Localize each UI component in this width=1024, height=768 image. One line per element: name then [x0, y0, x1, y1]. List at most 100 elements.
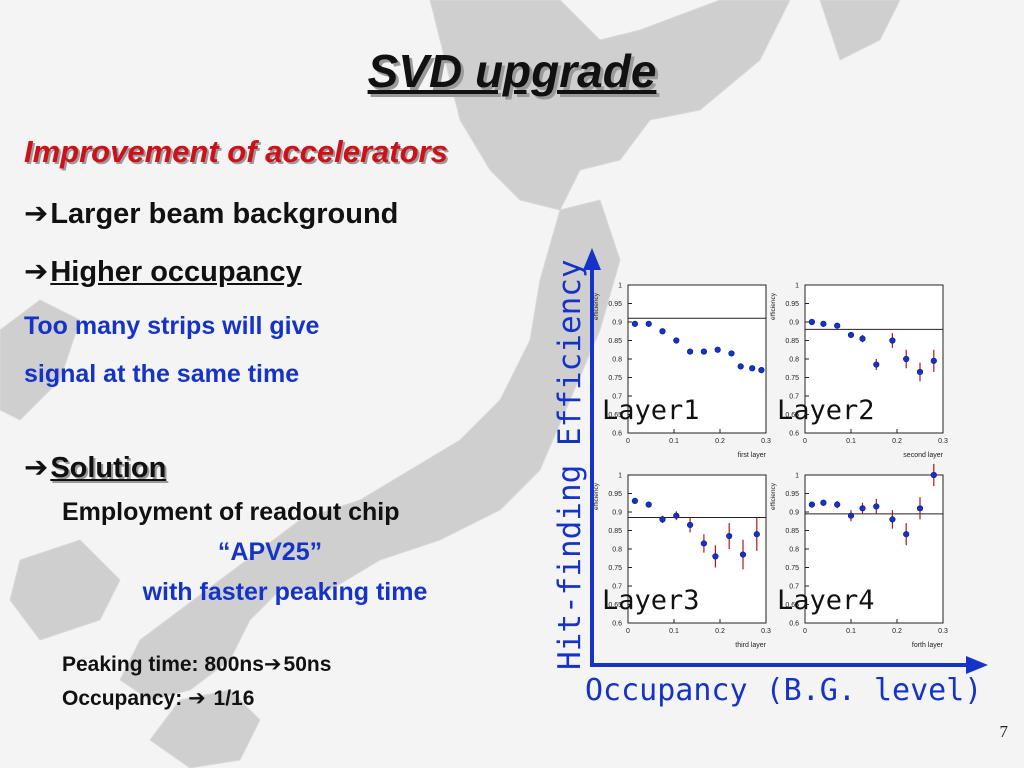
x-tick-label: 0.2	[892, 628, 902, 635]
y-tick-label: 0.8	[789, 547, 799, 554]
data-point	[739, 551, 747, 558]
y-tick-label: 0.7	[612, 584, 622, 591]
data-point	[930, 357, 937, 364]
data-point	[712, 553, 719, 560]
data-point	[916, 505, 924, 512]
solution-line-2: “APV25”	[217, 538, 323, 566]
y-tick-label: 0.9	[789, 320, 799, 327]
data-point	[631, 497, 639, 505]
y-tick-label: 0.8	[789, 357, 799, 364]
x-axis-label: Occupancy (B.G. level)	[585, 673, 982, 708]
panel-xlabel: second layer	[903, 452, 943, 459]
panel-xlabel: first layer	[738, 452, 767, 459]
data-point	[645, 320, 652, 327]
y-axis-label: Hit-finding Efficiency	[552, 259, 588, 670]
data-point	[686, 348, 694, 355]
data-point	[700, 348, 708, 355]
layer-label: Layer3	[602, 585, 700, 616]
data-point	[820, 320, 827, 327]
data-point	[847, 331, 855, 339]
y-tick-label: 0.9	[789, 510, 799, 517]
x-tick-label: 0.2	[715, 628, 725, 635]
bullet-text: Higher occupancy	[50, 256, 302, 288]
occupancy-label: Occupancy:	[62, 687, 183, 710]
arrow-icon: ➔	[24, 196, 49, 230]
data-point	[808, 318, 816, 326]
data-point	[659, 516, 666, 523]
x-tick-label: 0	[626, 438, 630, 445]
y-tick-label: 0.95	[785, 491, 799, 498]
arrow-icon: ➔	[24, 254, 49, 288]
data-point	[820, 499, 827, 506]
solution-line-3: with faster peaking time	[142, 578, 428, 606]
arrow-icon: ➔	[24, 450, 49, 484]
x-tick-label: 0.2	[715, 438, 725, 445]
data-point	[753, 531, 760, 538]
data-point	[859, 505, 866, 512]
y-tick-label: 0.65	[785, 412, 799, 419]
y-tick-label: 1	[618, 473, 622, 480]
data-point	[903, 531, 910, 538]
peaking-value: 50ns	[283, 653, 332, 676]
data-point	[758, 367, 765, 374]
plot-frame	[804, 284, 944, 434]
y-tick-label: 1	[795, 473, 799, 480]
data-point	[631, 320, 639, 327]
y-tick-label: 0.65	[785, 602, 799, 609]
page-number: 7	[999, 722, 1009, 741]
x-tick-label: 0.3	[938, 438, 948, 445]
y-tick-label: 0.65	[608, 412, 622, 419]
x-tick-label: 0	[803, 438, 807, 445]
y-tick-label: 0.95	[608, 491, 622, 498]
data-point	[873, 361, 880, 368]
data-point	[700, 540, 708, 547]
y-tick-label: 0.75	[785, 375, 799, 382]
x-tick-label: 0.3	[761, 628, 771, 635]
y-tick-label: 0.85	[785, 528, 799, 535]
panel-xlabel: forth layer	[912, 642, 944, 649]
data-point	[847, 512, 855, 519]
x-tick-label: 0.3	[938, 628, 948, 635]
explanation-line-1: Too many strips will give	[24, 312, 320, 340]
x-tick-label: 0.1	[846, 628, 856, 635]
data-point	[903, 355, 910, 363]
panel-xlabel: third layer	[735, 642, 766, 649]
layer-label: Layer2	[777, 395, 875, 426]
panel-ylabel: efficiency	[770, 482, 777, 510]
y-tick-label: 1	[795, 283, 799, 290]
y-tick-label: 0.8	[612, 357, 622, 364]
explanation-line-2: signal at the same time	[24, 360, 300, 388]
data-point	[916, 368, 924, 376]
y-tick-label: 0.8	[612, 547, 622, 554]
y-tick-label: 0.75	[785, 565, 799, 572]
peaking-time-line: Peaking time: 800ns➔50ns	[62, 652, 331, 677]
efficiency-figure: 0.6 0.65 0.7 0.75 0.8 0.85 0.9 0.95 1 0 0.1 0.2 0.3 e…	[552, 248, 988, 708]
panel-ylabel: efficiency	[593, 292, 600, 320]
x-tick-label: 0.3	[761, 438, 771, 445]
data-point	[728, 350, 735, 357]
data-point	[673, 512, 680, 519]
data-point	[889, 516, 896, 523]
solution-label: Solution	[50, 452, 167, 484]
data-point	[808, 501, 816, 508]
section-heading: Improvement of accelerators	[24, 134, 448, 169]
y-tick-label: 0.7	[612, 394, 622, 401]
arrow-icon: ➔	[188, 686, 206, 710]
arrow-icon: ➔	[263, 652, 282, 676]
layer-label: Layer4	[777, 585, 875, 616]
y-tick-label: 0.6	[612, 621, 622, 628]
data-point	[873, 503, 880, 510]
slide-title: SVD upgrade	[367, 45, 657, 97]
data-point	[859, 335, 866, 342]
data-point	[726, 532, 733, 540]
bullet-text: Larger beam background	[50, 198, 399, 230]
data-point	[645, 501, 652, 508]
x-tick-label: 0.1	[669, 438, 679, 445]
bullet-larger-beam: ➔Larger beam background	[24, 196, 398, 231]
data-point	[834, 501, 841, 508]
data-point	[686, 521, 694, 529]
y-tick-label: 0.65	[608, 602, 622, 609]
y-tick-label: 0.75	[608, 375, 622, 382]
x-tick-label: 0	[626, 628, 630, 635]
y-tick-label: 0.7	[789, 394, 799, 401]
